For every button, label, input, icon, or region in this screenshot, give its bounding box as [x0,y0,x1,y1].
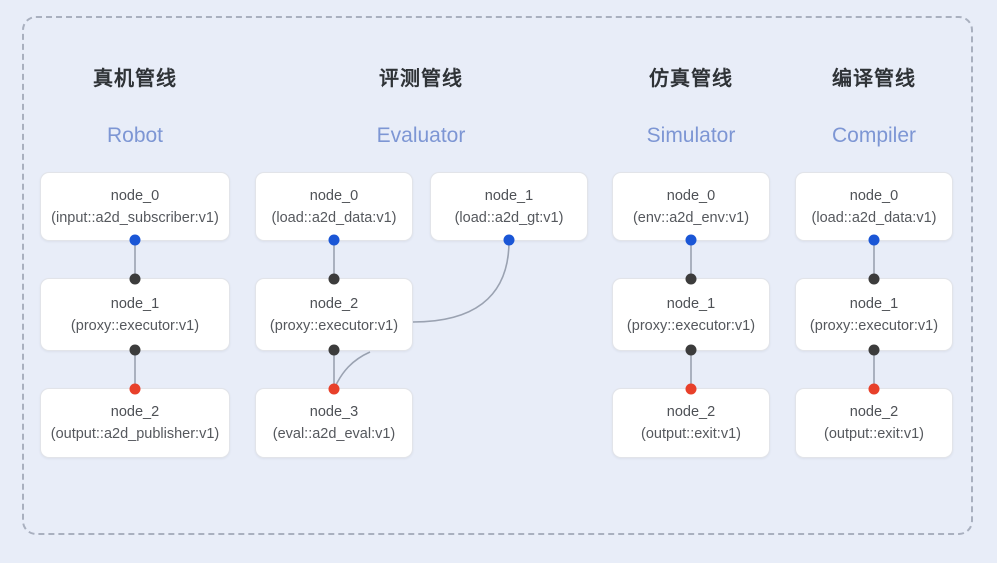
node-evaluator-3[interactable]: node_3 (eval::a2d_eval:v1) [255,383,413,458]
node-name: node_1 [666,295,716,312]
node-compiler-1[interactable]: node_1 (proxy::executor:v1) [795,273,953,356]
port-output-blue[interactable] [129,234,141,246]
port-input-black[interactable] [868,273,880,285]
column-title-en-compiler: Compiler [831,124,917,147]
node-name: node_0 [309,187,359,204]
node-name: node_0 [849,187,899,204]
port-input-black[interactable] [685,273,697,285]
node-type: (output::exit:v1) [641,426,741,442]
node-name: node_1 [110,295,160,312]
port-input-red[interactable] [328,383,340,395]
node-simulator-0[interactable]: node_0 (env::a2d_env:v1) [612,172,770,246]
port-output-blue[interactable] [328,234,340,246]
node-type: (eval::a2d_eval:v1) [272,426,396,442]
port-input-black[interactable] [129,273,141,285]
node-type: (proxy::executor:v1) [809,317,939,334]
node-name: node_2 [110,404,160,420]
port-output-blue[interactable] [685,234,697,246]
node-type: (load::a2d_data:v1) [811,209,937,226]
port-output-black[interactable] [129,344,141,356]
node-simulator-1[interactable]: node_1 (proxy::executor:v1) [612,273,770,356]
node-robot-2[interactable]: node_2 (output::a2d_publisher:v1) [40,383,230,458]
column-title-en-robot: Robot [106,124,164,147]
port-input-black[interactable] [328,273,340,285]
diagram-panel-border [22,16,973,535]
column-title-cn-simulator: 仿真管线 [649,68,733,90]
node-name: node_1 [849,295,899,312]
node-type: (output::a2d_publisher:v1) [50,426,220,442]
node-name: node_0 [110,187,160,204]
port-input-red[interactable] [129,383,141,395]
node-name: node_2 [849,404,899,420]
node-type: (load::a2d_data:v1) [271,209,397,226]
node-compiler-2[interactable]: node_2 (output::exit:v1) [795,383,953,458]
node-type: (output::exit:v1) [824,426,924,442]
column-title-en-simulator: Simulator [646,124,736,147]
port-output-black[interactable] [685,344,697,356]
node-simulator-2[interactable]: node_2 (output::exit:v1) [612,383,770,458]
node-name: node_0 [666,187,716,204]
node-name: node_1 [484,187,534,204]
column-title-en-evaluator: Evaluator [376,124,466,147]
node-type: (proxy::executor:v1) [269,317,399,334]
node-compiler-0[interactable]: node_0 (load::a2d_data:v1) [795,172,953,246]
column-title-cn-compiler: 编译管线 [832,68,916,90]
node-robot-1[interactable]: node_1 (proxy::executor:v1) [40,273,230,356]
port-input-red[interactable] [868,383,880,395]
column-title-cn-evaluator: 评测管线 [379,68,463,90]
node-evaluator-0[interactable]: node_0 (load::a2d_data:v1) [255,172,413,246]
node-evaluator-1[interactable]: node_1 (load::a2d_gt:v1) [430,172,588,246]
node-type: (load::a2d_gt:v1) [454,209,564,226]
port-output-blue[interactable] [868,234,880,246]
column-title-cn-robot: 真机管线 [93,68,177,90]
port-output-black[interactable] [868,344,880,356]
node-evaluator-2[interactable]: node_2 (proxy::executor:v1) [255,273,413,356]
node-type: (proxy::executor:v1) [70,317,200,334]
node-name: node_2 [666,404,716,420]
node-type: (proxy::executor:v1) [626,317,756,334]
node-name: node_2 [309,295,359,312]
node-robot-0[interactable]: node_0 (input::a2d_subscriber:v1) [40,172,230,246]
node-type: (input::a2d_subscriber:v1) [51,209,219,226]
port-output-blue[interactable] [503,234,515,246]
port-output-black[interactable] [328,344,340,356]
node-name: node_3 [309,404,359,420]
port-input-red[interactable] [685,383,697,395]
node-type: (env::a2d_env:v1) [632,209,750,226]
